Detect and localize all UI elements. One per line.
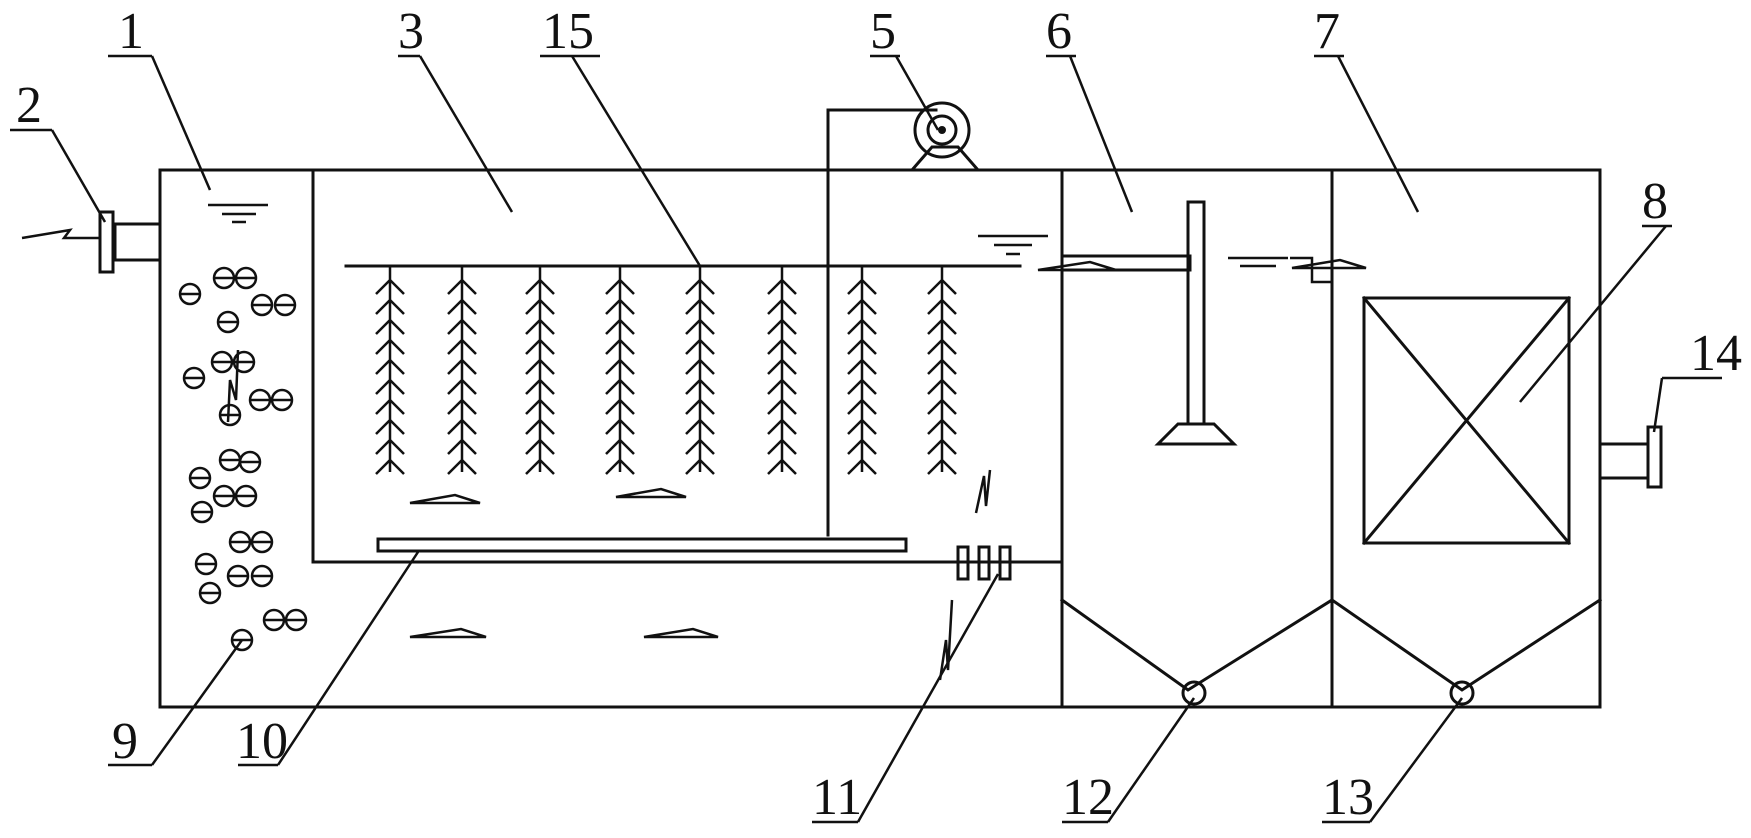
outlet-pipe [1598, 425, 1663, 489]
media-ball-15 [238, 450, 262, 474]
label-10: 10 [236, 713, 288, 770]
carrier-2 [447, 266, 477, 475]
suspended-media-balls [178, 266, 308, 652]
label-12: 12 [1062, 769, 1114, 826]
filter-box [1361, 295, 1572, 546]
inlet-pipe [21, 210, 162, 274]
overflow-weir [1290, 256, 1332, 284]
label-11: 11 [812, 769, 862, 826]
hoppers [1059, 597, 1603, 706]
aeration-chamber [311, 168, 1064, 564]
carrier-3 [525, 266, 555, 475]
label-5: 5 [870, 3, 896, 60]
media-ball-5 [273, 293, 297, 317]
label-13: 13 [1322, 769, 1374, 826]
media-ball-21 [194, 552, 218, 576]
media-ball-7 [182, 366, 206, 390]
media-ball-13 [218, 448, 242, 472]
media-ball-25 [262, 608, 286, 632]
media-ball-9 [232, 350, 256, 374]
carrier-8 [927, 266, 957, 475]
leader-lines [10, 54, 1722, 824]
main-tank [158, 168, 1602, 709]
carrier-1 [375, 266, 405, 475]
label-15: 15 [542, 3, 594, 60]
media-ball-18 [190, 500, 214, 524]
media-ball-4 [250, 293, 274, 317]
media-ball-2 [212, 266, 236, 290]
aeration-pipe [376, 537, 908, 553]
media-ball-10 [218, 403, 242, 427]
label-7: 7 [1314, 3, 1340, 60]
media-ball-16 [212, 484, 236, 508]
label-3: 3 [398, 3, 424, 60]
carrier-5 [685, 266, 715, 475]
carrier-4 [605, 266, 635, 475]
media-ball-14 [188, 466, 212, 490]
media-ball-23 [250, 564, 274, 588]
label-14: 14 [1690, 325, 1742, 382]
media-ball-6 [216, 310, 240, 334]
center-pipe [1060, 200, 1238, 446]
label-2: 2 [16, 77, 42, 134]
media-ball-19 [228, 530, 252, 554]
media-ball-8 [210, 350, 234, 374]
media-ball-20 [250, 530, 274, 554]
media-ball-22 [226, 564, 250, 588]
media-ball-17 [234, 484, 258, 508]
carrier-7 [847, 266, 877, 475]
valves-11 [956, 545, 1012, 581]
label-1: 1 [118, 3, 144, 60]
media-ball-12 [270, 388, 294, 412]
pump-5 [826, 101, 982, 172]
biofilm-carriers [375, 266, 957, 475]
media-ball-11 [248, 388, 272, 412]
flow-arrows [226, 258, 1367, 681]
label-8: 8 [1642, 173, 1668, 230]
media-ball-26 [284, 608, 308, 632]
callout-labels: 1 2 3 15 5 6 7 8 14 9 10 11 12 13 [16, 3, 1742, 826]
media-ball-3 [234, 266, 258, 290]
label-6: 6 [1046, 3, 1072, 60]
water-level-symbols [208, 203, 1288, 268]
media-ball-24 [198, 581, 222, 605]
label-9: 9 [112, 713, 138, 770]
carrier-6 [767, 266, 797, 475]
media-ball-1 [178, 282, 202, 306]
